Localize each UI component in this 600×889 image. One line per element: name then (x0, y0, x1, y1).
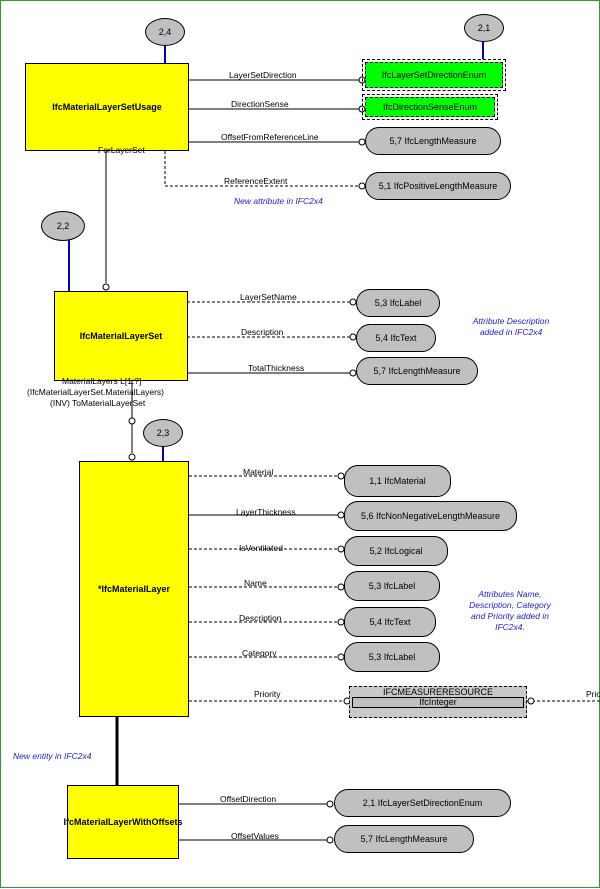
note-new-attribute: New attribute in IFC2x4 (234, 196, 323, 206)
entity-material-layer-set[interactable]: IfcMaterialLayerSet (54, 291, 188, 381)
attr-label-reference-extent: ReferenceExtent (224, 176, 288, 186)
attr-line-reference-extent (164, 151, 359, 187)
attr-label-priority: Priority (254, 689, 281, 699)
type-layer-set-name[interactable]: 5,3 IfcLabel (356, 289, 440, 317)
type-offset-length-measure[interactable]: 5,7 IfcLengthMeasure (365, 127, 501, 155)
entity-material-layer[interactable]: *IfcMaterialLayer (79, 461, 189, 717)
attr-label-for-layer-set: ForLayerSet (98, 145, 145, 155)
type-offset-direction[interactable]: 2,1 IfcLayerSetDirectionEnum (334, 789, 511, 817)
type-layer-name[interactable]: 5,3 IfcLabel (344, 571, 440, 601)
relation-end-circle (102, 283, 110, 291)
page-ref-layer[interactable]: 2,3 (143, 419, 183, 447)
select-title: IFCMEASURERESOURCE (382, 687, 493, 697)
select-inner-type[interactable]: IfcInteger (352, 697, 524, 708)
attr-label-description: Description (241, 327, 284, 337)
type-layer-category[interactable]: 5,3 IfcLabel (344, 642, 440, 672)
attr-label-category: Category (242, 648, 277, 658)
type-offset-values[interactable]: 5,7 IfcLengthMeasure (334, 825, 474, 853)
type-layer-description[interactable]: 5,4 IfcText (344, 607, 436, 637)
attr-label-name: Name (244, 578, 267, 588)
attr-end-circle (326, 800, 334, 808)
entity-material-layer-with-offsets[interactable]: IfcMaterialLayerWithOffsets (64, 785, 182, 859)
type-direction-sense-enum[interactable]: IfcDirectionSenseEnum (362, 94, 498, 120)
note-attributes-added: Attributes Name, Description, Category a… (469, 589, 551, 632)
type-reference-extent[interactable]: 5,1 IfcPositiveLengthMeasure (365, 172, 511, 200)
attr-label-material-layers: MaterialLayers L[1:?] (62, 376, 142, 386)
attr-label-material: Material (243, 467, 274, 477)
type-total-thickness[interactable]: 5,7 IfcLengthMeasure (356, 357, 478, 385)
attr-label-layer-set-name: LayerSetName (240, 292, 297, 302)
note-new-entity: New entity in IFC2x4 (13, 751, 92, 761)
select-measure-resource[interactable]: IFCMEASURERESOURCE IfcInteger (349, 686, 527, 718)
relation-end-circle (128, 453, 136, 461)
type-layer-set-direction-enum[interactable]: IfcLayerSetDirectionEnum (362, 59, 506, 91)
attr-label-material-layers-inverse: (IfcMaterialLayerSet.MaterialLayers) (27, 387, 164, 397)
page-ref-layer-set-direction[interactable]: 2,1 (464, 14, 504, 42)
attr-label-layer-thickness: LayerThickness (236, 507, 296, 517)
attr-label-layer-set-direction: LayerSetDirection (229, 70, 297, 80)
note-attribute-description: Attribute Description added in IFC2x4 (472, 316, 550, 337)
page-ref-layer-set[interactable]: 2,2 (41, 211, 85, 241)
type-is-ventilated[interactable]: 5,2 IfcLogical (344, 536, 448, 566)
attr-label-offset-direction: OffsetDirection (220, 794, 277, 804)
relation-start-circle (128, 417, 136, 425)
type-layer-thickness[interactable]: 5,6 IfcNonNegativeLengthMeasure (344, 501, 517, 531)
attr-start-circle (527, 697, 535, 705)
attr-label-is-ventilated: IsVentilated (239, 543, 283, 553)
attr-label-layer-description: Description (239, 613, 282, 623)
attr-label-direction-sense: DirectionSense (231, 99, 289, 109)
page-ref-usage[interactable]: 2,4 (145, 18, 185, 46)
type-material[interactable]: 1,1 IfcMaterial (344, 465, 451, 497)
attr-label-priority-offpage: Prio (586, 689, 600, 699)
attr-label-to-material-layer-set: (INV) ToMaterialLayerSet (50, 398, 146, 408)
attr-label-offset-from-reference-line: OffsetFromReferenceLine (221, 132, 319, 142)
attr-label-total-thickness: TotalThickness (248, 363, 305, 373)
attr-end-circle (326, 836, 334, 844)
attr-label-offset-values: OffsetValues (231, 831, 279, 841)
type-layer-set-description[interactable]: 5,4 IfcText (356, 324, 436, 352)
entity-material-layer-set-usage[interactable]: IfcMaterialLayerSetUsage (25, 63, 189, 151)
